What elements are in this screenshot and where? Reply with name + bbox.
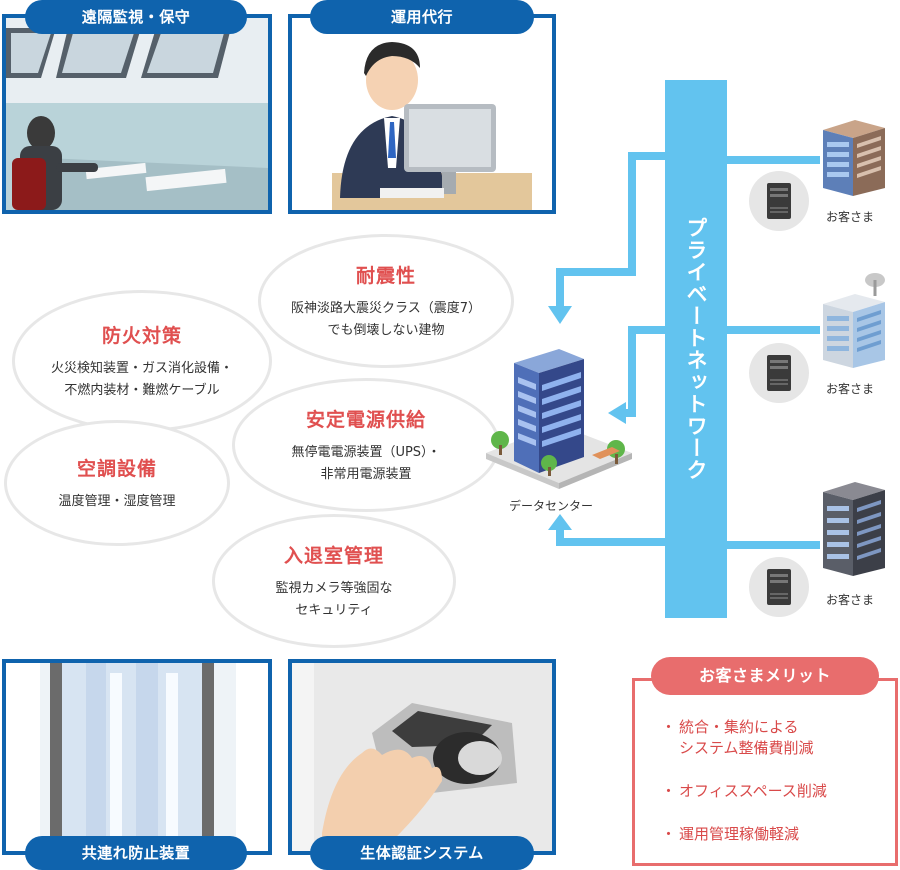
customer-merit-title: お客さまメリット bbox=[651, 657, 879, 695]
customer-label: お客さま bbox=[826, 382, 875, 396]
customer-label: お客さま bbox=[826, 210, 875, 224]
biometric-panel bbox=[288, 659, 556, 855]
datacenter-building-icon bbox=[486, 349, 632, 489]
customer-merit-box: 統合・集約による システム整備費削減 オフィススペース削減 運用管理稼働軽減 bbox=[632, 678, 898, 866]
customer-building-icon bbox=[823, 482, 885, 576]
security-gate-illustration bbox=[6, 663, 268, 851]
feature-title: 防火対策 bbox=[101, 324, 182, 347]
customer-building-icon bbox=[823, 120, 885, 196]
customer-building-satellite-icon bbox=[823, 273, 885, 368]
feature-description: 火災検知装置・ガス消化設備・ 不燃内装材・難燃ケーブル bbox=[50, 360, 233, 398]
remote-monitoring-illustration bbox=[6, 18, 268, 210]
merit-item: 運用管理稼働軽減 bbox=[661, 824, 895, 845]
server-icon bbox=[749, 171, 809, 231]
merit-item: オフィススペース削減 bbox=[661, 781, 895, 802]
server-icon bbox=[749, 557, 809, 617]
feature-access-control: 入退室管理 監視カメラ等強固な セキュリティ bbox=[212, 514, 456, 648]
feature-title: 安定電源供給 bbox=[305, 408, 426, 431]
feature-fire-prevention: 防火対策 火災検知装置・ガス消化設備・ 不燃内装材・難燃ケーブル bbox=[12, 290, 272, 432]
customer-label: お客さま bbox=[826, 593, 875, 607]
feature-description: 監視カメラ等強固な セキュリティ bbox=[275, 580, 393, 618]
palm-scanner-illustration bbox=[292, 663, 552, 851]
feature-description: 温度管理・湿度管理 bbox=[58, 493, 176, 509]
feature-power-supply: 安定電源供給 無停電電源装置（UPS）・ 非常用電源装置 bbox=[232, 378, 500, 512]
merit-list: 統合・集約による システム整備費削減 オフィススペース削減 運用管理稼働軽減 bbox=[635, 681, 895, 845]
operation-label: 運用代行 bbox=[310, 0, 534, 34]
feature-description: 無停電電源装置（UPS）・ 非常用電源装置 bbox=[291, 444, 441, 482]
feature-description: 阪神淡路大震災クラス（震度7） でも倒壊しない建物 bbox=[290, 300, 481, 338]
server-icon bbox=[749, 343, 809, 403]
operator-illustration bbox=[292, 18, 552, 210]
feature-title: 耐震性 bbox=[355, 264, 416, 287]
private-network-label: プライベートネットワーク bbox=[684, 217, 708, 481]
anti-tailgating-label: 共連れ防止装置 bbox=[25, 836, 247, 870]
anti-tailgating-panel bbox=[2, 659, 272, 855]
biometric-label: 生体認証システム bbox=[310, 836, 534, 870]
operation-panel bbox=[288, 14, 556, 214]
remote-monitoring-panel bbox=[2, 14, 272, 214]
private-network-bar: プライベートネットワーク bbox=[665, 80, 727, 618]
feature-air-conditioning: 空調設備 温度管理・湿度管理 bbox=[4, 420, 230, 546]
feature-seismic: 耐震性 阪神淡路大震災クラス（震度7） でも倒壊しない建物 bbox=[258, 234, 514, 368]
merit-item: 統合・集約による システム整備費削減 bbox=[661, 717, 895, 759]
datacenter-label: データセンター bbox=[509, 499, 594, 513]
feature-title: 入退室管理 bbox=[283, 544, 384, 567]
remote-monitoring-label: 遠隔監視・保守 bbox=[25, 0, 247, 34]
feature-title: 空調設備 bbox=[76, 457, 157, 480]
